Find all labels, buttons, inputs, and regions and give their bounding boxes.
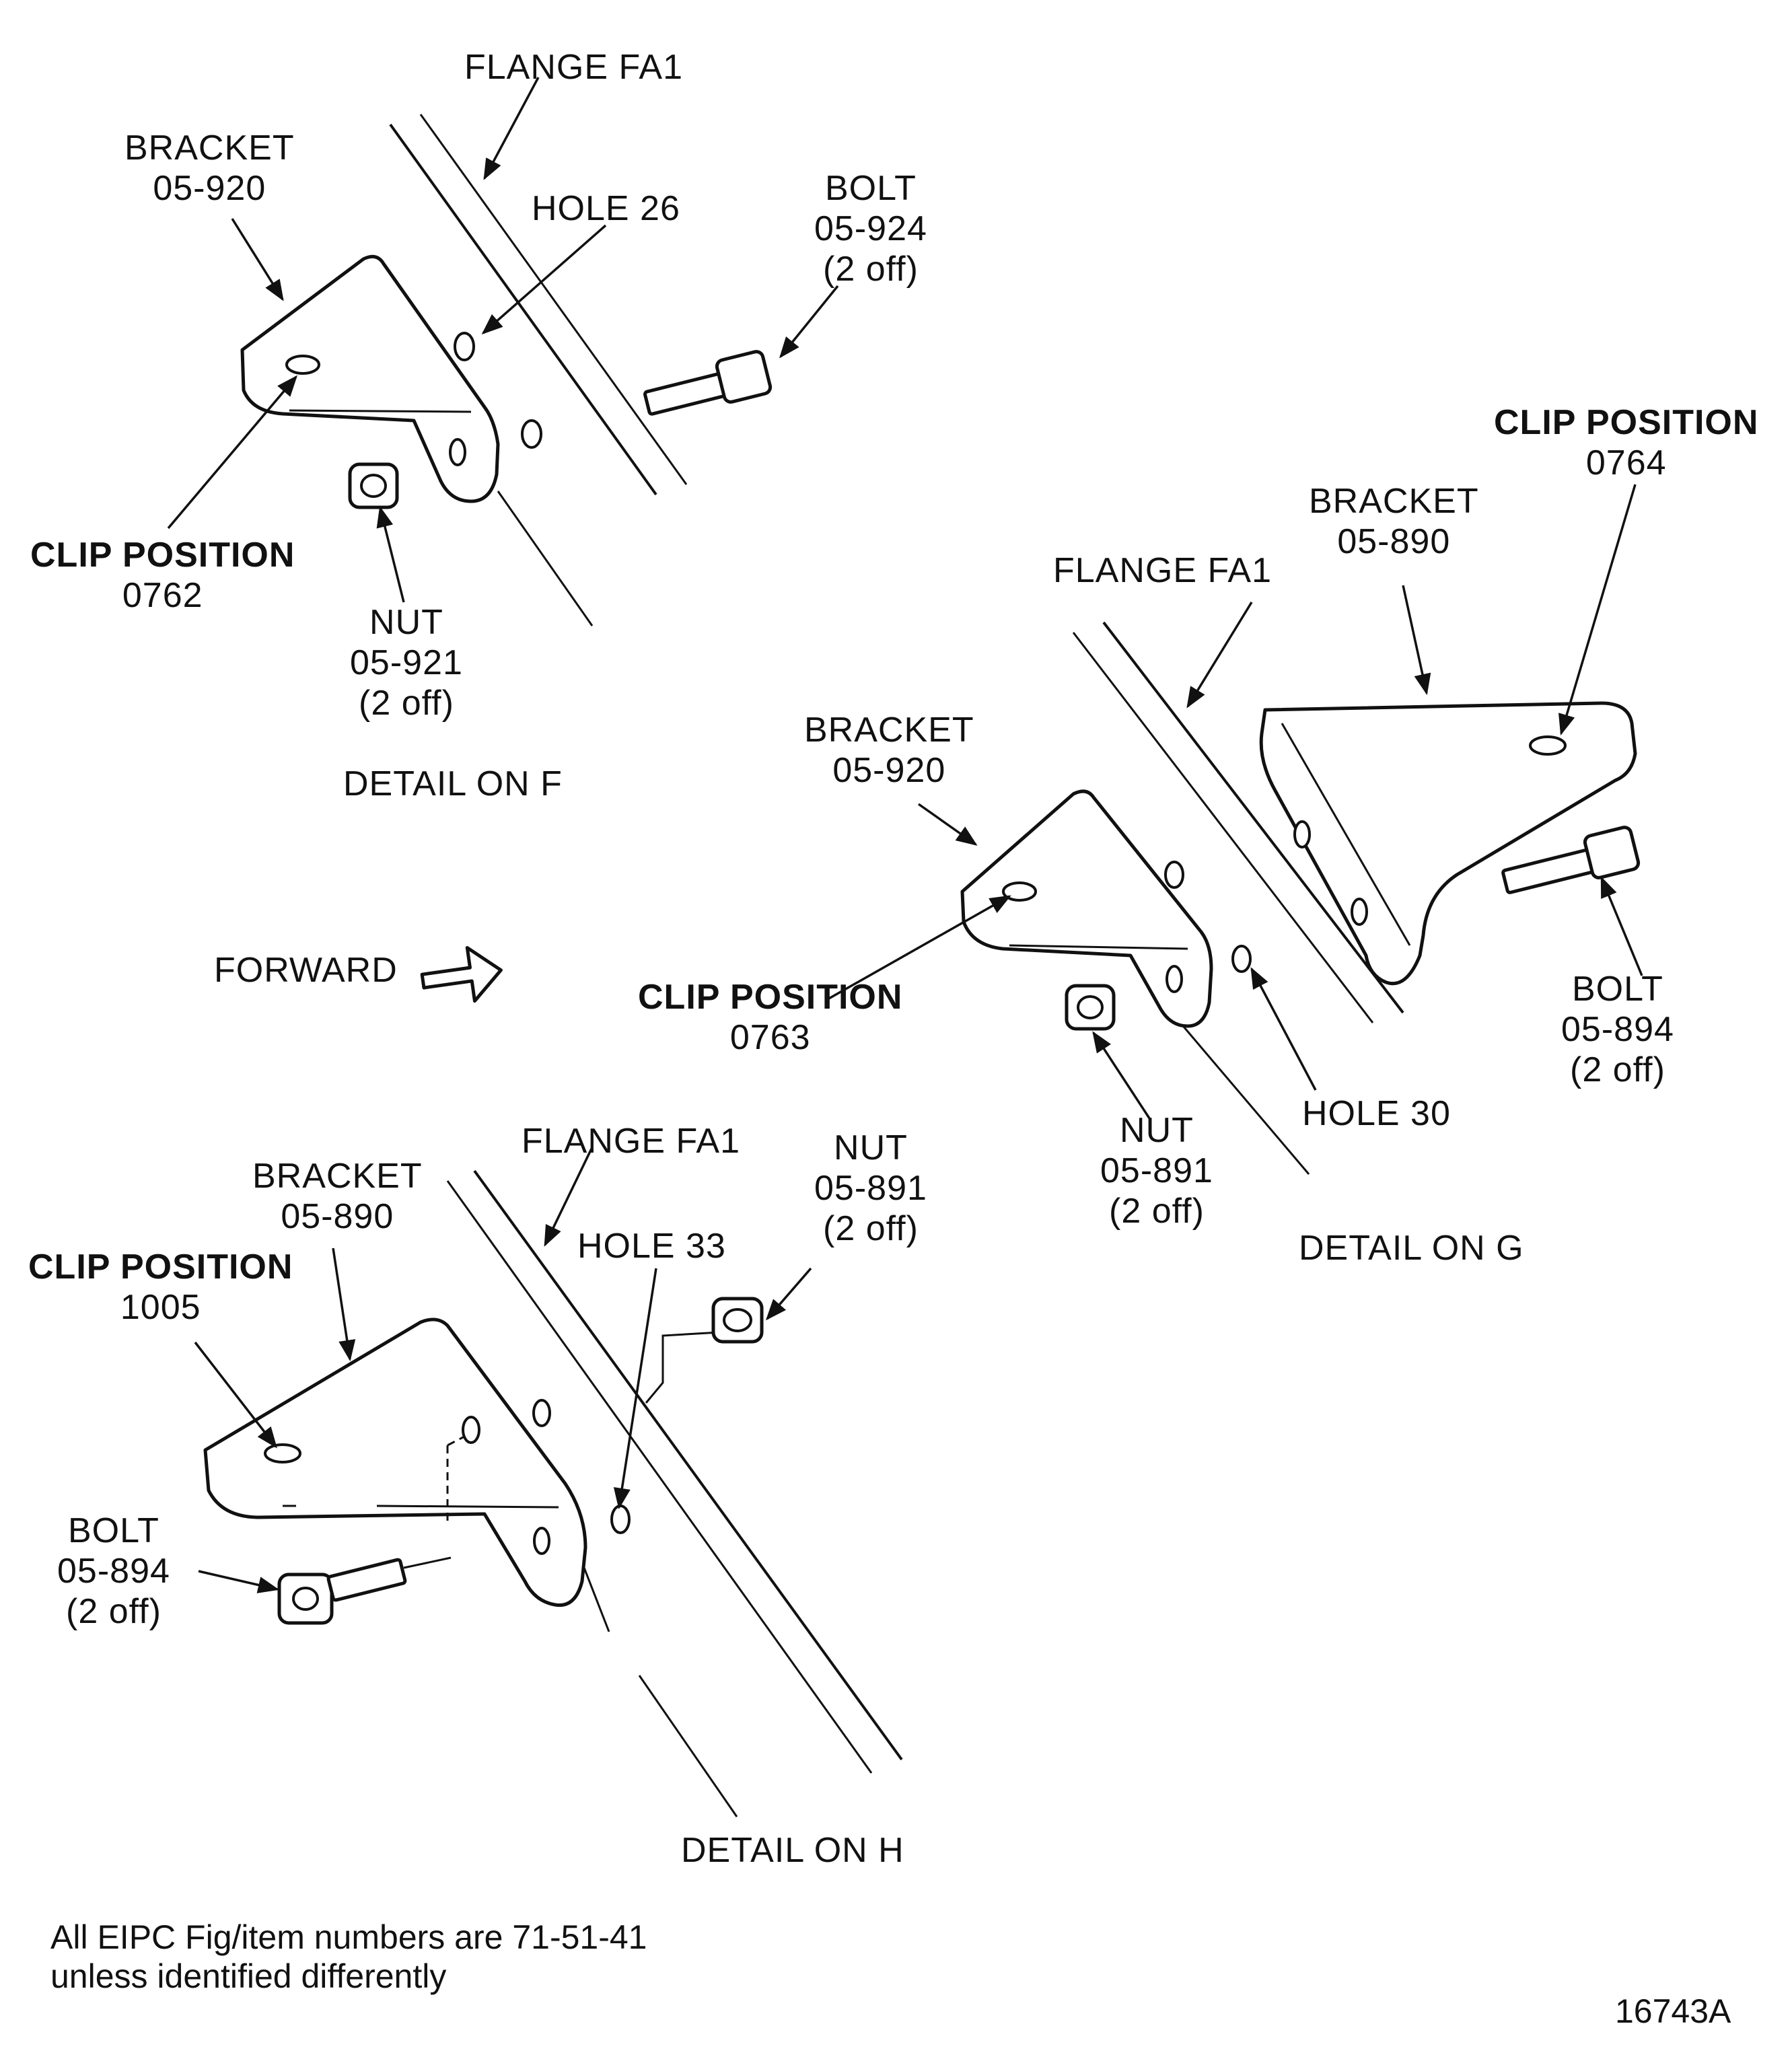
bolt-label-h: BOLT 05-894 (2 off) [57, 1511, 170, 1632]
hole-33-label: HOLE 33 [577, 1227, 726, 1266]
bolt-05-894-h [277, 1558, 407, 1625]
clip-position-label-0764-line1: CLIP POSITION [1494, 403, 1759, 442]
flange-fa1-f [389, 114, 688, 626]
eipc-footnote-line2: unless identified differently [50, 1957, 447, 1995]
clip-position-label-0763-line1: CLIP POSITION [638, 978, 903, 1017]
figure-id: 16743A [1615, 1992, 1731, 2030]
clip-position-label-0764: CLIP POSITION 0764 [1494, 402, 1758, 483]
nut-label-g-line1: NUT [1120, 1111, 1194, 1150]
clip-hole-0763-g [1002, 881, 1037, 902]
bracket-label-h-line2: 05-890 [281, 1197, 394, 1236]
bracket-920-label-g: BRACKET 05-920 [804, 710, 974, 791]
bolt-label-f-line1: BOLT [824, 169, 917, 208]
bracket-label-f: BRACKET 05-920 [124, 128, 295, 209]
flange-fa1-h [446, 1169, 903, 1817]
flange-hole-g [1164, 861, 1184, 889]
detail-f-title: DETAIL ON F [343, 764, 563, 803]
nut-label-g-line3: (2 off) [1109, 1192, 1205, 1231]
clip-position-label-1005: CLIP POSITION 1005 [28, 1247, 293, 1328]
clip-position-label-f-line1: CLIP POSITION [30, 536, 295, 575]
bracket-920-hole-g [1166, 965, 1183, 993]
hole-30-label: HOLE 30 [1302, 1094, 1451, 1133]
clip-position-label-1005-line2: 1005 [120, 1288, 201, 1327]
bracket-920-label-g-line1: BRACKET [804, 711, 974, 750]
bracket-05-920-f [240, 254, 500, 503]
bracket-hole-1-h [462, 1416, 480, 1444]
bolt-label-f-line2: 05-924 [814, 209, 927, 248]
forward-label: FORWARD [214, 951, 398, 990]
hole-30-g [1231, 945, 1252, 973]
nut-05-891-g [1065, 984, 1116, 1031]
nut-05-891-h [711, 1297, 764, 1344]
nut-label-f-line3: (2 off) [359, 684, 454, 723]
nut-05-921-f [348, 462, 399, 509]
clip-position-label-0764-line2: 0764 [1585, 443, 1667, 482]
detail-g-title: DETAIL ON G [1299, 1229, 1524, 1268]
bolt-05-894-g [1501, 826, 1641, 894]
nut-label-h: NUT 05-891 (2 off) [814, 1128, 927, 1249]
bolt-label-h-line1: BOLT [67, 1511, 159, 1550]
bracket-890-label-g-line2: 05-890 [1337, 522, 1451, 561]
bolt-label-g-line1: BOLT [1571, 970, 1663, 1009]
flange-label-f: FLANGE FA1 [464, 48, 683, 87]
bolt-label-f-line3: (2 off) [823, 250, 919, 289]
clip-position-label-0763: CLIP POSITION 0763 [638, 977, 902, 1058]
clip-position-label-f-line2: 0762 [122, 576, 203, 615]
bracket-890-label-g: BRACKET 05-890 [1309, 481, 1479, 562]
bolt-label-f: BOLT 05-924 (2 off) [814, 168, 927, 289]
bolt-label-g: BOLT 05-894 (2 off) [1561, 969, 1674, 1090]
bracket-hole-2-h [532, 1399, 551, 1427]
hole-33-h [610, 1505, 631, 1534]
eipc-footnote: All EIPC Fig/item numbers are 71-51-41 u… [50, 1918, 647, 1996]
bolt-label-h-line2: 05-894 [57, 1552, 170, 1591]
nut-label-h-line1: NUT [834, 1128, 908, 1167]
nut-label-g: NUT 05-891 (2 off) [1100, 1110, 1213, 1231]
detail-f-drawing [167, 77, 839, 626]
clip-position-label-0763-line2: 0763 [729, 1018, 811, 1057]
bracket-890-hole-1-g [1293, 820, 1311, 848]
bracket-label-h: BRACKET 05-890 [252, 1156, 423, 1237]
bracket-890-hole-2-g [1351, 898, 1368, 926]
detail-h-drawing [194, 1147, 903, 1817]
bracket-label-h-line1: BRACKET [252, 1157, 423, 1196]
clip-hole-0764-g [1529, 735, 1567, 756]
bolt-05-924-f [643, 350, 773, 416]
nut-label-h-line2: 05-891 [814, 1169, 927, 1208]
bracket-05-890-h [203, 1317, 587, 1607]
bracket-label-f-line2: 05-920 [153, 169, 266, 208]
clip-hole-f [285, 355, 320, 375]
nut-label-f-line2: 05-921 [350, 643, 463, 682]
bracket-920-label-g-line2: 05-920 [832, 751, 946, 790]
detail-h-title: DETAIL ON H [681, 1831, 904, 1870]
nut-label-f: NUT 05-921 (2 off) [350, 602, 463, 723]
detail-g-drawing [827, 484, 1643, 1175]
nut-label-h-line3: (2 off) [823, 1209, 919, 1248]
bracket-05-890-g [1259, 701, 1637, 985]
clip-hole-1005-h [264, 1443, 301, 1463]
clip-position-label-1005-line1: CLIP POSITION [28, 1248, 293, 1287]
flange-hole-f [521, 419, 542, 449]
nut-label-g-line2: 05-891 [1100, 1151, 1213, 1190]
hole-26-f [454, 332, 475, 361]
bolt-label-h-line3: (2 off) [66, 1592, 162, 1631]
forward-arrow [420, 945, 503, 1003]
bracket-890-label-g-line1: BRACKET [1309, 482, 1479, 521]
bracket-label-f-line1: BRACKET [124, 129, 295, 168]
hole-26-label: HOLE 26 [532, 189, 680, 228]
bolt-label-g-line2: 05-894 [1561, 1010, 1674, 1049]
flange-label-g: FLANGE FA1 [1053, 551, 1272, 590]
bracket-05-920-g [960, 789, 1213, 1028]
clip-position-label-f: CLIP POSITION 0762 [30, 535, 295, 616]
bracket-hole-f [449, 438, 466, 466]
nut-label-f-line1: NUT [369, 603, 443, 642]
flange-label-h: FLANGE FA1 [522, 1122, 740, 1161]
bracket-hole-3-h [533, 1527, 550, 1555]
bolt-label-g-line3: (2 off) [1570, 1050, 1665, 1089]
eipc-footnote-line1: All EIPC Fig/item numbers are 71-51-41 [50, 1918, 647, 1956]
